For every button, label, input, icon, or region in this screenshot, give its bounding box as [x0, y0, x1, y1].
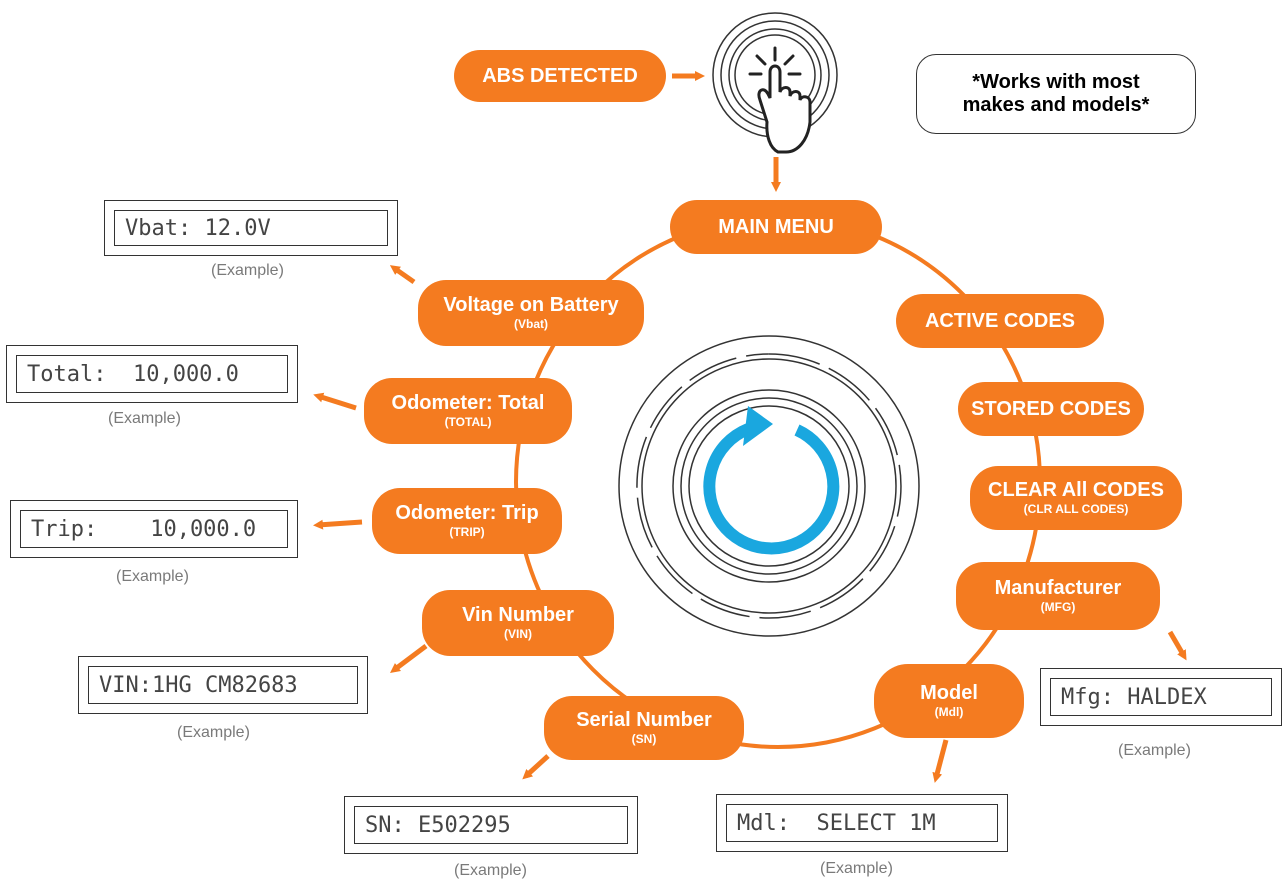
trip-display-text: Trip: 10,000.0 — [20, 510, 288, 548]
flow-arrows — [313, 71, 1187, 783]
stored-codes-pill[interactable]: STORED CODES — [958, 382, 1144, 436]
model-display-text: Mdl: SELECT 1M — [726, 804, 998, 842]
stored-codes-label: STORED CODES — [971, 397, 1131, 420]
vbat-display-text: Vbat: 12.0V — [114, 210, 388, 246]
vin-example-label: (Example) — [177, 724, 250, 741]
main-menu-label: MAIN MENU — [718, 215, 834, 238]
total-display: Total: 10,000.0 — [6, 345, 298, 403]
model-display: Mdl: SELECT 1M — [716, 794, 1008, 852]
odometer-total-sub: (TOTAL) — [444, 415, 492, 430]
total-display-text: Total: 10,000.0 — [16, 355, 288, 393]
model-label: Model — [920, 682, 978, 705]
vin-number-sub: (VIN) — [504, 627, 532, 642]
manufacturer-display-text: Mfg: HALDEX — [1050, 678, 1272, 716]
abs-detected-label: ABS DETECTED — [482, 64, 638, 87]
model-pill[interactable]: Model (Mdl) — [874, 664, 1024, 738]
compatibility-note: *Works with most makes and models* — [916, 54, 1196, 134]
abs-detected-pill: ABS DETECTED — [454, 50, 666, 102]
clear-all-codes-pill[interactable]: CLEAR All CODES (CLR ALL CODES) — [970, 466, 1182, 530]
active-codes-label: ACTIVE CODES — [924, 309, 1076, 332]
serial-number-label: Serial Number — [576, 709, 712, 732]
voltage-battery-sub: (Vbat) — [514, 317, 548, 332]
manufacturer-display: Mfg: HALDEX — [1040, 668, 1282, 726]
vbat-display: Vbat: 12.0V — [104, 200, 398, 256]
odometer-trip-sub: (TRIP) — [449, 525, 485, 540]
model-sub: (Mdl) — [934, 705, 964, 720]
knob-press-icon — [712, 12, 838, 154]
trip-example-label: (Example) — [116, 568, 189, 585]
odometer-trip-label: Odometer: Trip — [395, 502, 539, 525]
total-example-label: (Example) — [108, 410, 181, 427]
vbat-example-label: (Example) — [211, 262, 284, 279]
rotate-arrow-icon — [703, 406, 840, 555]
note-line-2: makes and models* — [962, 94, 1150, 116]
odometer-total-label: Odometer: Total — [391, 392, 545, 415]
active-codes-pill[interactable]: ACTIVE CODES — [896, 294, 1104, 348]
serial-example-label: (Example) — [454, 862, 527, 879]
vin-display: VIN:1HG CM82683 — [78, 656, 368, 714]
manufacturer-sub: (MFG) — [1040, 600, 1076, 615]
odometer-trip-pill[interactable]: Odometer: Trip (TRIP) — [372, 488, 562, 554]
vin-number-pill[interactable]: Vin Number (VIN) — [422, 590, 614, 656]
manufacturer-pill[interactable]: Manufacturer (MFG) — [956, 562, 1160, 630]
serial-number-sub: (SN) — [631, 732, 657, 747]
note-line-1: *Works with most — [972, 71, 1140, 93]
model-example-label: (Example) — [820, 860, 893, 877]
hand-press-icon — [748, 46, 812, 154]
clear-all-codes-label: CLEAR All CODES — [988, 479, 1164, 502]
manufacturer-example-label: (Example) — [1118, 742, 1191, 759]
serial-number-pill[interactable]: Serial Number (SN) — [544, 696, 744, 760]
clear-all-codes-sub: (CLR ALL CODES) — [1023, 502, 1129, 517]
voltage-battery-pill[interactable]: Voltage on Battery (Vbat) — [418, 280, 644, 346]
main-menu-pill[interactable]: MAIN MENU — [670, 200, 882, 254]
manufacturer-label: Manufacturer — [994, 577, 1122, 600]
trip-display: Trip: 10,000.0 — [10, 500, 298, 558]
serial-display: SN: E502295 — [344, 796, 638, 854]
vin-display-text: VIN:1HG CM82683 — [88, 666, 358, 704]
knob-icon — [618, 335, 920, 637]
voltage-battery-label: Voltage on Battery — [443, 294, 619, 317]
serial-display-text: SN: E502295 — [354, 806, 628, 844]
vin-number-label: Vin Number — [462, 604, 574, 627]
odometer-total-pill[interactable]: Odometer: Total (TOTAL) — [364, 378, 572, 444]
